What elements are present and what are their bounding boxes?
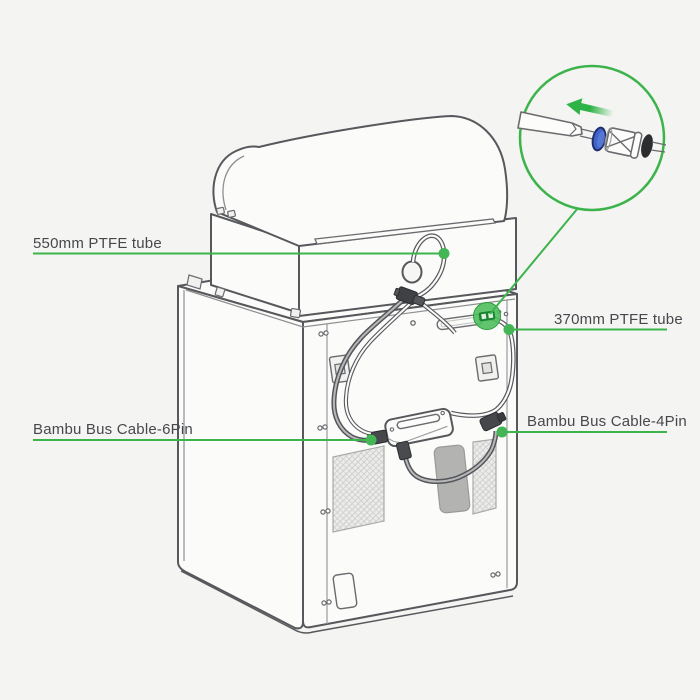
detail-coupler-body (604, 127, 643, 159)
dome-cap-inner-line (222, 155, 245, 211)
vent-grille-right (472, 438, 497, 515)
bus-cable-6pin-run (331, 297, 406, 443)
bus-cable-4pin-run (401, 430, 499, 484)
callout-dot-6pin (365, 434, 377, 446)
vent-grille-left (332, 445, 385, 533)
panel-dot (410, 320, 416, 326)
printer-back-face (302, 293, 518, 629)
detail-magnifier (517, 64, 667, 212)
tube-550-run (343, 301, 413, 437)
top-rim-inner-line (185, 289, 516, 328)
ams-top-rail (314, 218, 496, 245)
ams-dome-lid (212, 115, 509, 247)
detail-thin-tube (579, 128, 595, 140)
ams-tube-port-hole (401, 260, 423, 284)
detail-blue-ring (591, 126, 607, 152)
detail-black-oring (641, 134, 653, 158)
ams-unit (210, 115, 517, 317)
ams-6pin-connector (393, 286, 426, 307)
callout-dot-550 (438, 248, 450, 259)
callout-dots (365, 248, 515, 446)
green-arrow-icon (566, 98, 614, 118)
label-bambu-bus-cable-6pin: Bambu Bus Cable-6Pin (33, 421, 193, 438)
detail-exit-tube (650, 141, 667, 153)
buffer-bottom-plug (395, 440, 412, 461)
label-370mm-ptfe-tube: 370mm PTFE tube (554, 311, 683, 328)
label-bambu-bus-cable-4pin: Bambu Bus Cable-4Pin (527, 413, 687, 430)
printer-left-face (177, 285, 304, 630)
callout-lines (33, 207, 667, 441)
detail-leader-line (489, 207, 579, 315)
socket-cutout (332, 572, 358, 610)
printer-base-plinth (180, 570, 514, 634)
ams-tabs (186, 206, 302, 319)
panel-4pin-connector (479, 411, 507, 432)
mounting-bracket-right (474, 354, 500, 382)
detail-tube-notch (569, 122, 577, 136)
callout-dot-4pin (496, 426, 508, 438)
callout-dot-370 (503, 324, 515, 335)
label-550mm-ptfe-tube: 550mm PTFE tube (33, 235, 162, 252)
